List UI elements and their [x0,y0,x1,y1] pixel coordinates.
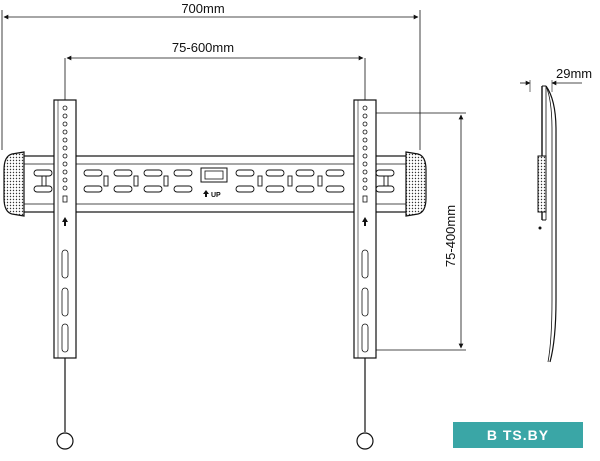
depth-label: 29mm [556,66,592,81]
left-pull-ring [56,432,74,450]
vesa-horizontal-label: 75-600mm [172,40,234,55]
right-vertical-arm [353,99,377,450]
dimension-overall-width: 700mm [1,1,421,150]
arm-up-arrow-icon [362,217,368,226]
right-end-cap [405,151,427,217]
watermark-logo: B TS.BY [453,422,583,448]
left-vertical-arm [53,99,77,450]
dimension-vesa-vertical: 75-400mm [376,112,466,351]
horizontal-rail: UP [19,155,413,213]
overall-width-label: 700mm [181,1,224,16]
up-arrow-icon [203,190,209,197]
dimension-vesa-horizontal: 75-600mm [64,40,366,100]
rail-slots [33,169,395,193]
side-profile: 29mm [520,66,592,363]
up-label: UP [211,192,221,199]
vesa-vertical-label: 75-400mm [443,205,458,267]
right-pull-ring [356,432,374,450]
left-end-cap [3,151,25,217]
arm-up-arrow-icon [62,217,68,226]
